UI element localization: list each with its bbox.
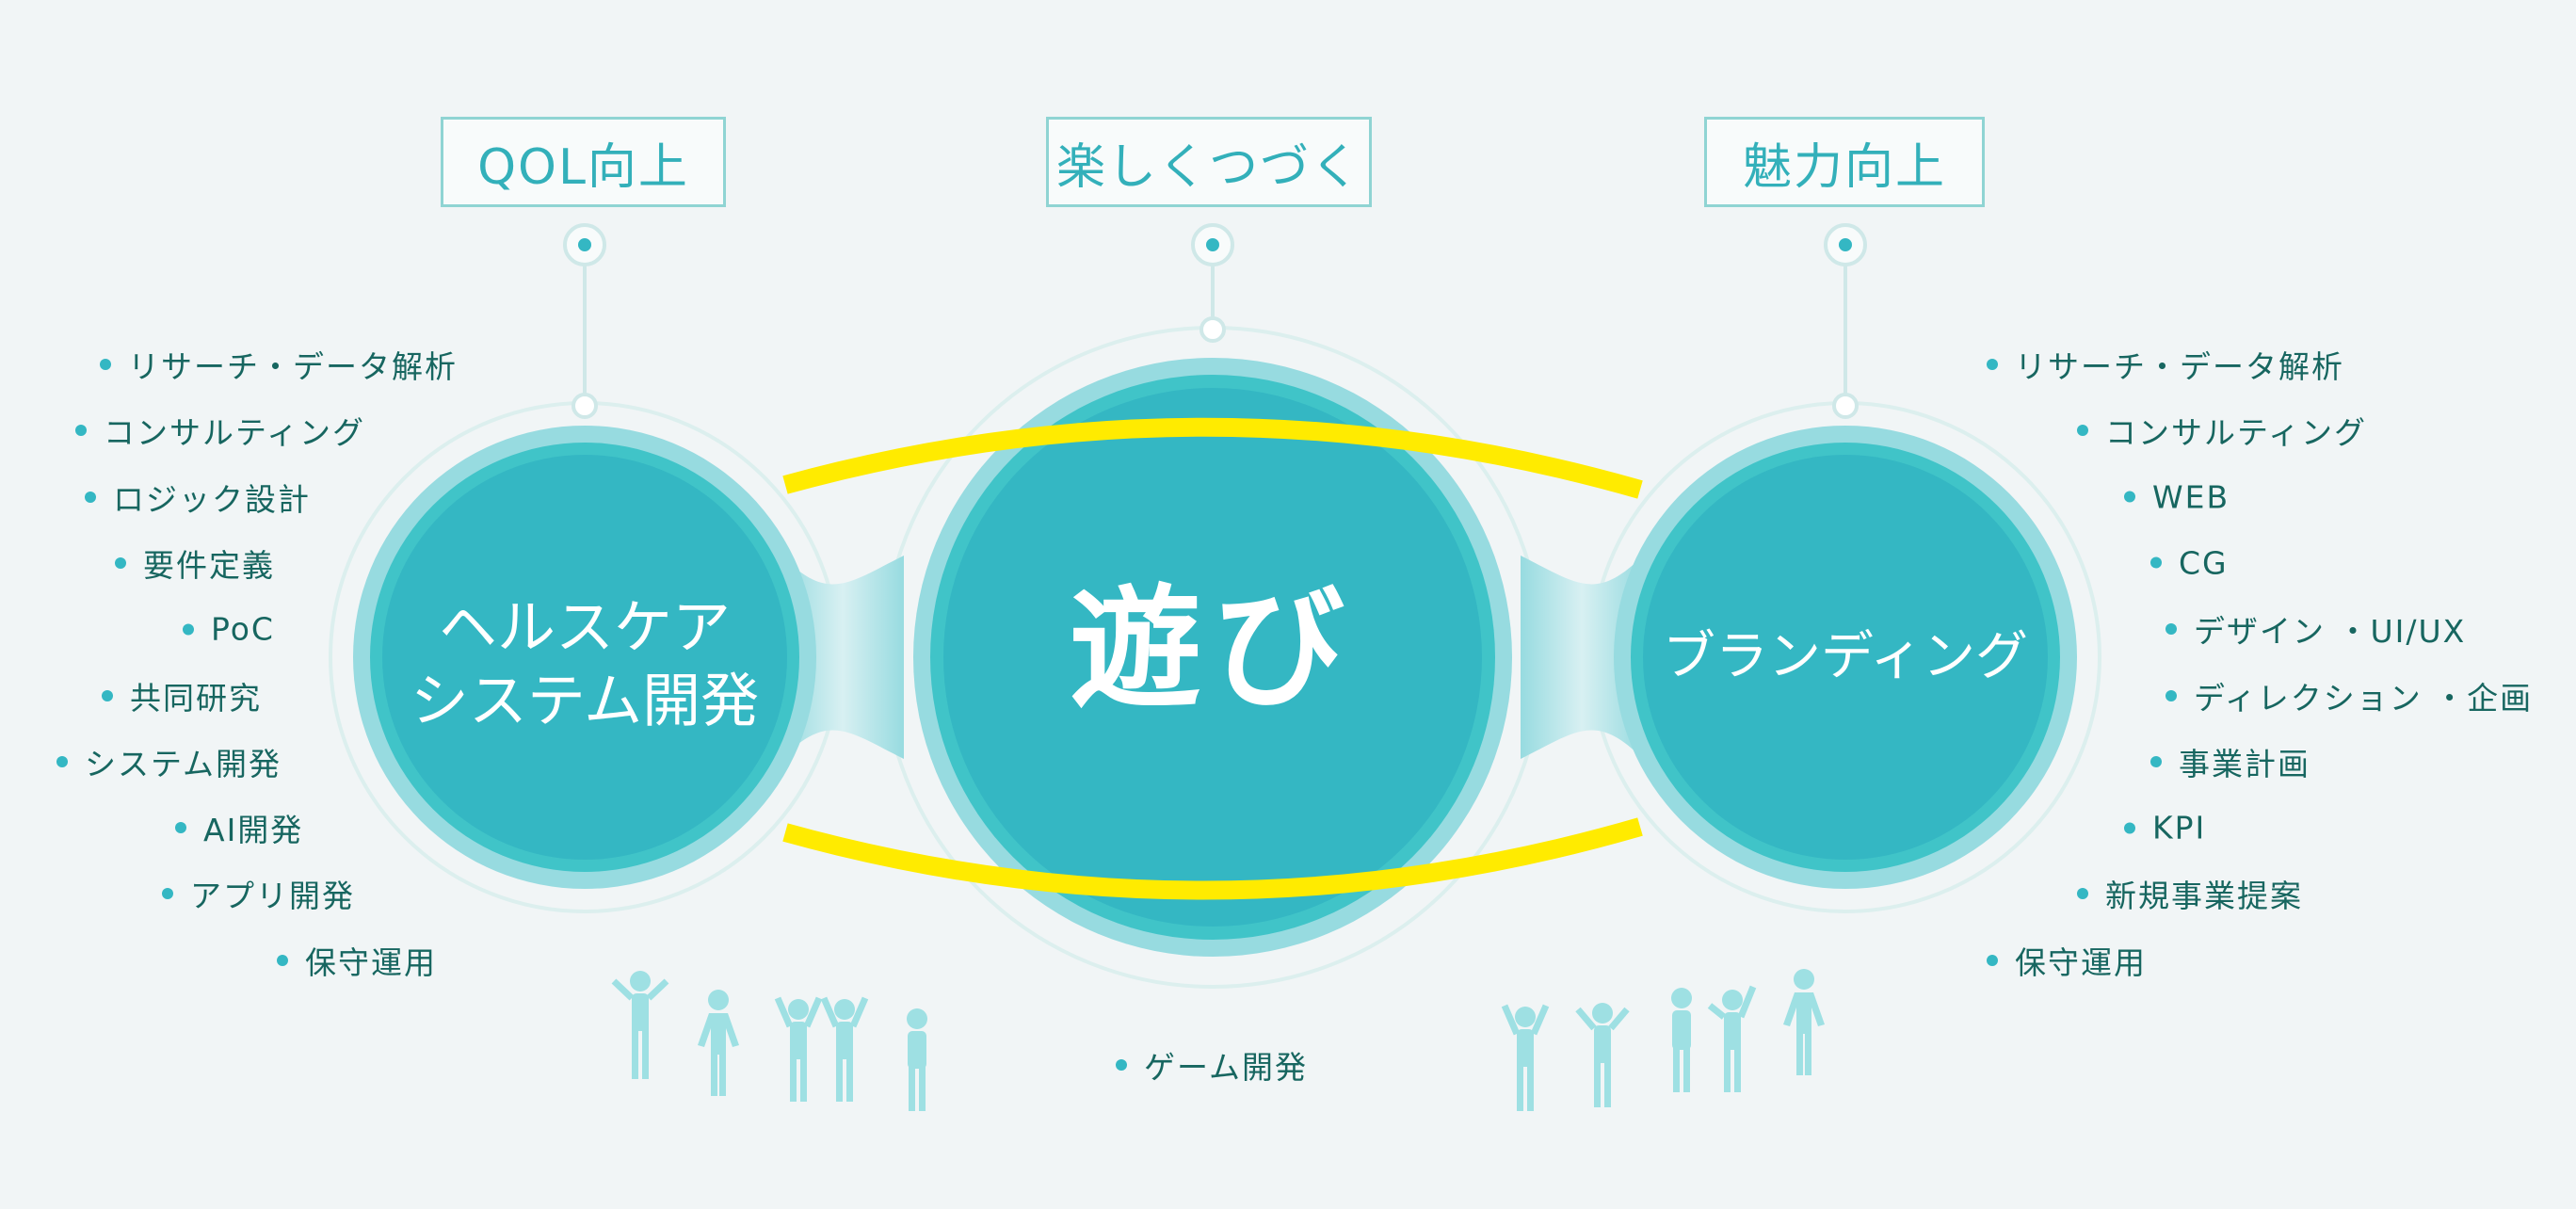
list-item: CG [2150,544,2229,581]
list-item-label: PoC [211,610,275,648]
list-item-label: WEB [2152,478,2230,516]
bullet-icon [2165,623,2177,636]
bullet-icon [85,491,96,503]
list-item: コンサルティング [75,408,365,453]
bullet-icon [2077,888,2088,900]
bullet-icon [102,689,113,701]
connector-right [1521,556,1643,759]
list-item: WEB [2124,478,2230,515]
list-item-label: コンサルティング [2105,414,2368,452]
circle-left-line2: システム開発 [410,666,760,734]
people-right-icon [1501,969,1825,1111]
bullet-icon [2165,689,2177,701]
bullet-icon [1987,954,1998,966]
pin-left [563,223,606,419]
list-item: 要件定義 [115,540,275,586]
connector-left [781,556,904,759]
list-item: 共同研究 [102,673,262,718]
circle-left-line1: ヘルスケア [438,592,732,662]
bullet-icon [1987,359,1998,370]
yellow-arc-bottom [782,817,1643,900]
bullet-icon [183,623,194,636]
list-item-label: CG [2179,544,2229,582]
label-tanoshiku: 楽しくつづく [1046,117,1372,207]
list-item-label: 要件定義 [143,546,275,584]
list-item: ゲーム開発 [1116,1042,1308,1088]
list-item: 保守運用 [1987,938,2147,983]
bullet-icon [175,822,186,834]
circle-center-title: 遊び [1069,572,1357,727]
bullet-icon [75,425,87,437]
list-item: ディレクション ・企画 [2165,673,2533,718]
list-item: AI開発 [175,805,303,850]
list-item-label: 保守運用 [2015,943,2147,981]
list-item: ロジック設計 [85,475,311,520]
bullet-icon [1116,1059,1127,1071]
list-item: リサーチ・データ解析 [1987,342,2344,387]
list-item-label: コンサルティング [104,414,366,452]
bullet-icon [100,359,111,370]
list-item-label: システム開発 [85,745,282,782]
list-item-label: リサーチ・データ解析 [128,348,458,385]
list-item-label: AI開発 [203,812,304,849]
label-qol: QOL向上 [441,117,726,207]
bullet-icon [2124,491,2135,503]
list-item: デザイン ・UI/UX [2165,606,2466,652]
list-item-label: デザイン ・UI/UX [2194,613,2467,651]
bullet-icon [2150,755,2162,767]
list-item-label: KPI [2152,809,2207,846]
list-item: KPI [2124,810,2206,846]
bullet-icon [162,888,173,900]
list-item-label: ゲーム開発 [1144,1049,1309,1086]
people-left-icon [611,971,927,1111]
bullet-icon [2150,556,2162,569]
bullet-icon [115,556,126,569]
list-item-label: アプリ開発 [190,878,355,915]
bullet-icon [277,954,288,966]
list-item-label: 保守運用 [305,943,437,981]
list-item-label: 新規事業提案 [2105,878,2303,915]
list-item-label: ディレクション ・企画 [2194,679,2534,717]
circle-center [913,358,1512,957]
list-item: リサーチ・データ解析 [100,342,458,387]
list-item: システム開発 [56,739,282,784]
list-item: 事業計画 [2150,739,2310,784]
list-item: 新規事業提案 [2077,871,2303,916]
list-item: アプリ開発 [162,871,355,916]
list-item: PoC [183,611,275,648]
circle-right-title: ブランディング [1662,626,2029,687]
bullet-icon [56,755,68,767]
pin-center [1191,223,1234,343]
yellow-arc-top [782,417,1643,499]
list-item-label: 共同研究 [130,679,262,717]
list-item: 保守運用 [277,938,437,983]
circle-left-title: ヘルスケア システム開発 [411,591,759,737]
circle-right [1614,426,2077,889]
list-item-label: ロジック設計 [113,480,311,518]
pin-right [1824,223,1867,419]
list-item-label: リサーチ・データ解析 [2015,348,2344,385]
list-item-label: 事業計画 [2179,745,2310,782]
circle-left [353,426,816,889]
bullet-icon [2124,822,2135,834]
bullet-icon [2077,425,2088,437]
label-miryoku: 魅力向上 [1704,117,1985,207]
list-item: コンサルティング [2077,408,2367,453]
